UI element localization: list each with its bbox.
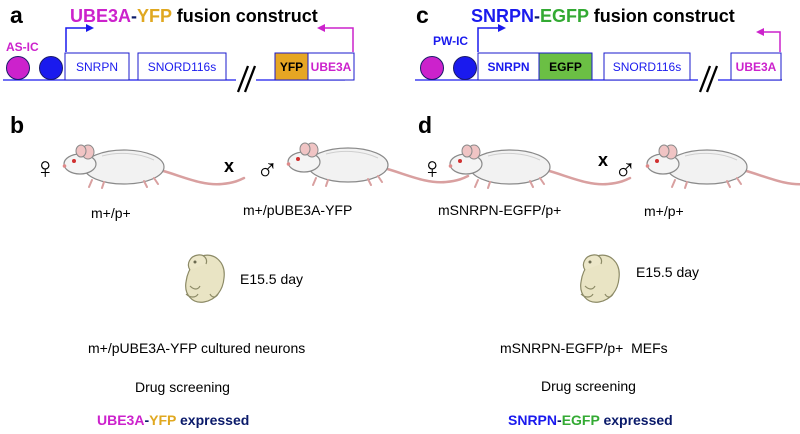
ube3a-box-c-label: UBE3A — [736, 60, 777, 74]
title-snrpn: SNRPN — [471, 6, 534, 26]
yfp-box — [274, 52, 309, 81]
as-ic-circle — [6, 56, 30, 80]
expr-dash: - — [144, 412, 149, 428]
panel-letter-c: c — [416, 2, 429, 28]
male-mouse-icon — [644, 143, 800, 190]
father-genotype-d: m+/p+ — [644, 203, 684, 219]
snord116s-box-a — [137, 52, 227, 81]
expr-rest: expressed — [600, 412, 673, 428]
title-yfp: YFP — [137, 6, 172, 26]
expression-label-d: SNRPN-EGFP expressed — [508, 412, 673, 428]
title-dash: - — [534, 6, 540, 26]
title-egfp: EGFP — [540, 6, 589, 26]
expression-label-b: UBE3A-YFP expressed — [97, 412, 249, 428]
embryo-icon-b — [185, 254, 225, 303]
panel-b: b ♀ x ♂ m+/p+ m+/pUBE3A-YFP E15.5 day m+… — [10, 112, 470, 428]
break-mark-a — [236, 65, 257, 94]
panel-letter-b: b — [10, 112, 24, 138]
embryo-icon-d — [580, 254, 620, 303]
egfp-box-label: EGFP — [549, 60, 582, 74]
as-ic-label: AS-IC — [6, 40, 39, 54]
mother-genotype-d: mSNRPN-EGFP/p+ — [438, 202, 561, 218]
expr-yfp: YFP — [149, 412, 176, 428]
father-genotype-b: m+/pUBE3A-YFP — [243, 202, 352, 218]
culture-label-d: mSNRPN-EGFP/p+ MEFs — [500, 340, 668, 356]
panel-d: d ♀ x ♂ mSNRPN-EGFP/p+ m+/p+ E15.5 day m… — [418, 112, 800, 428]
culture-label-b: m+/pUBE3A-YFP cultured neurons — [88, 340, 305, 356]
mother-genotype-b: m+/p+ — [91, 205, 131, 221]
embryo-stage-d: E15.5 day — [636, 264, 699, 280]
panel-c: c SNRPN-EGFP fusion construct PW-IC SNRP… — [415, 2, 782, 94]
break-mark-c — [698, 65, 719, 94]
ube3a-box-a — [307, 52, 355, 81]
snrpn-box-c-label: SNRPN — [487, 60, 529, 74]
snrpn-promoter-circle — [39, 56, 63, 80]
cross-symbol-d: x — [598, 150, 608, 170]
promoter-arrow-c — [477, 24, 506, 52]
ube3a-arrow-c — [756, 28, 781, 52]
female-mouse-icon — [61, 143, 246, 190]
snrpn-box-a-label: SNRPN — [76, 60, 118, 74]
embryo-stage-b: E15.5 day — [240, 271, 303, 287]
male-symbol-icon: ♂ — [256, 154, 279, 187]
title-dash: - — [131, 6, 137, 26]
snrpn-box-a — [64, 52, 130, 81]
ube3a-box-a-label: UBE3A — [311, 60, 352, 74]
female-symbol-icon: ♀ — [421, 152, 444, 185]
title-rest: fusion construct — [589, 6, 735, 26]
cross-symbol-b: x — [224, 156, 234, 176]
expr-dash: - — [557, 412, 562, 428]
screen-label-d: Drug screening — [541, 378, 636, 394]
expr-snrpn: SNRPN — [508, 412, 557, 428]
title-rest: fusion construct — [172, 6, 318, 26]
ube3a-arrow-a — [317, 24, 354, 52]
snord116s-box-c — [603, 52, 691, 81]
panel-letter-d: d — [418, 112, 432, 138]
snord116s-box-a-label: SNORD116s — [148, 60, 216, 74]
title-ube3a: UBE3A — [70, 6, 131, 26]
yfp-box-label: YFP — [280, 60, 303, 74]
panel-letter-a: a — [10, 2, 23, 28]
ube3a-box-c — [730, 52, 782, 81]
snord116s-box-c-label: SNORD116s — [613, 60, 681, 74]
screen-label-b: Drug screening — [135, 379, 230, 395]
expr-egfp: EGFP — [562, 412, 600, 428]
construct-title-c: SNRPN-EGFP fusion construct — [471, 6, 735, 26]
panel-a: a UBE3A-YFP fusion construct AS-IC SNRPN… — [3, 2, 355, 94]
expr-rest: expressed — [176, 412, 249, 428]
promoter-arrow-a — [65, 24, 94, 52]
expr-ube3a: UBE3A — [97, 412, 144, 428]
male-symbol-icon: ♂ — [614, 154, 637, 187]
female-symbol-icon: ♀ — [34, 152, 57, 185]
egfp-box — [538, 52, 593, 81]
construct-title-a: UBE3A-YFP fusion construct — [70, 6, 318, 26]
pw-ic-label: PW-IC — [433, 34, 468, 48]
pw-ic-circle-right — [453, 56, 477, 80]
snrpn-box-c — [477, 52, 540, 81]
pw-ic-circle-left — [420, 56, 444, 80]
